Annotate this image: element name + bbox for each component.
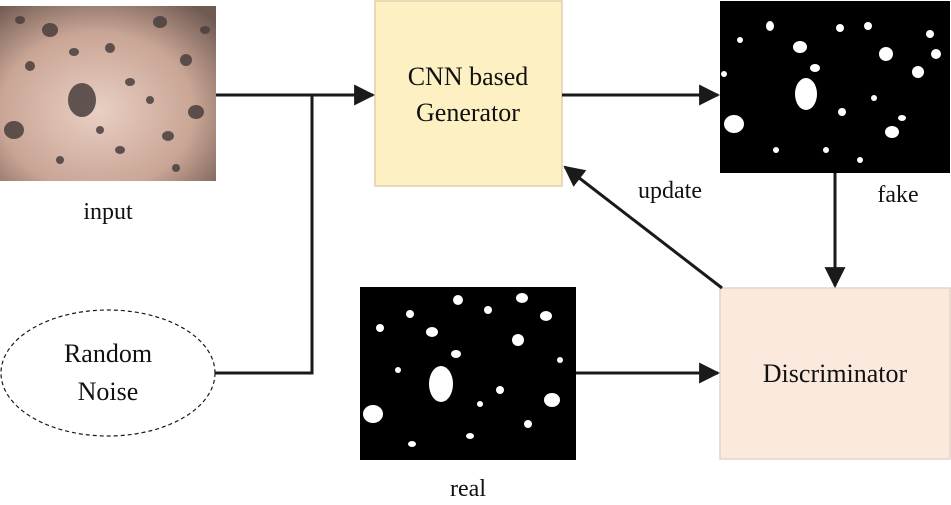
noise-label-line2: Noise	[78, 377, 139, 406]
line-noise-to-generator	[215, 95, 314, 375]
fake-image	[720, 1, 950, 173]
discriminator-label: Discriminator	[763, 359, 908, 388]
input-label: input	[83, 199, 133, 225]
real-label: real	[450, 476, 486, 502]
arrow-update-to-generator	[563, 165, 723, 290]
update-label: update	[638, 178, 702, 204]
generator-label-line2: Generator	[416, 98, 520, 127]
discriminator-box	[719, 287, 951, 460]
connectors	[215, 84, 846, 384]
generator-box	[374, 0, 563, 187]
real-image	[360, 287, 576, 460]
noise-label-line1: Random	[64, 339, 152, 368]
input-image	[0, 6, 216, 181]
generator-label-line1: CNN based	[408, 62, 529, 91]
fake-label: fake	[877, 182, 918, 208]
random-noise-ellipse	[0, 309, 216, 437]
